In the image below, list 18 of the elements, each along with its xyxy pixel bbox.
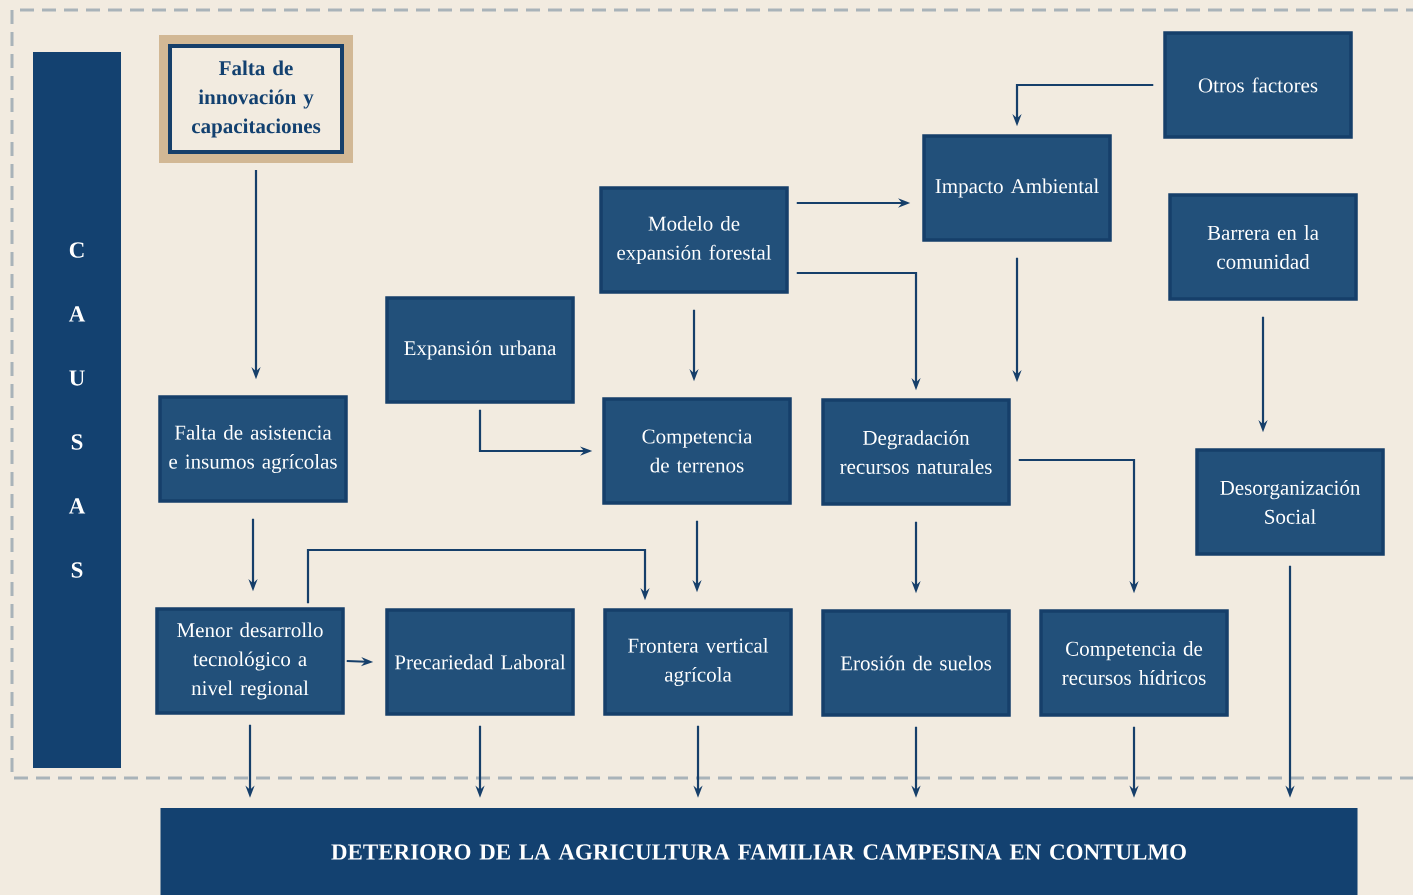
cause-box: Erosión de suelos	[821, 609, 1011, 717]
cause-box: Degradación recursos naturales	[821, 398, 1011, 506]
cause-box: Competencia de terrenos	[602, 397, 792, 505]
effect-banner: DETERIORO DE LA AGRICULTURA FAMILIAR CAMPESINA EN CONTULMO	[160, 808, 1358, 895]
cause-box: Impacto Ambiental	[922, 134, 1112, 242]
cause-box: Barrera en la comunidad	[1168, 193, 1358, 301]
cause-box: Precariedad Laboral	[385, 608, 575, 716]
cause-box: Expansión urbana	[385, 296, 575, 404]
cause-box: Menor desarrollo tecnológico a nivel regional	[155, 607, 345, 715]
cause-box: Frontera vertical agrícola	[603, 608, 793, 716]
cause-box: Competencia de recursos hídricos	[1039, 609, 1229, 717]
cause-box: Otros factores	[1163, 31, 1353, 139]
highlighted-box: Falta de innovación y capacitaciones	[159, 35, 353, 163]
arrow	[306, 548, 650, 604]
side-bar: C A U S A S	[33, 52, 121, 768]
cause-box: Desorganización Social	[1195, 448, 1385, 556]
cause-box: Falta de asistencia e insumos agrícolas	[158, 395, 348, 503]
cause-box: Modelo de expansión forestal	[599, 186, 789, 294]
